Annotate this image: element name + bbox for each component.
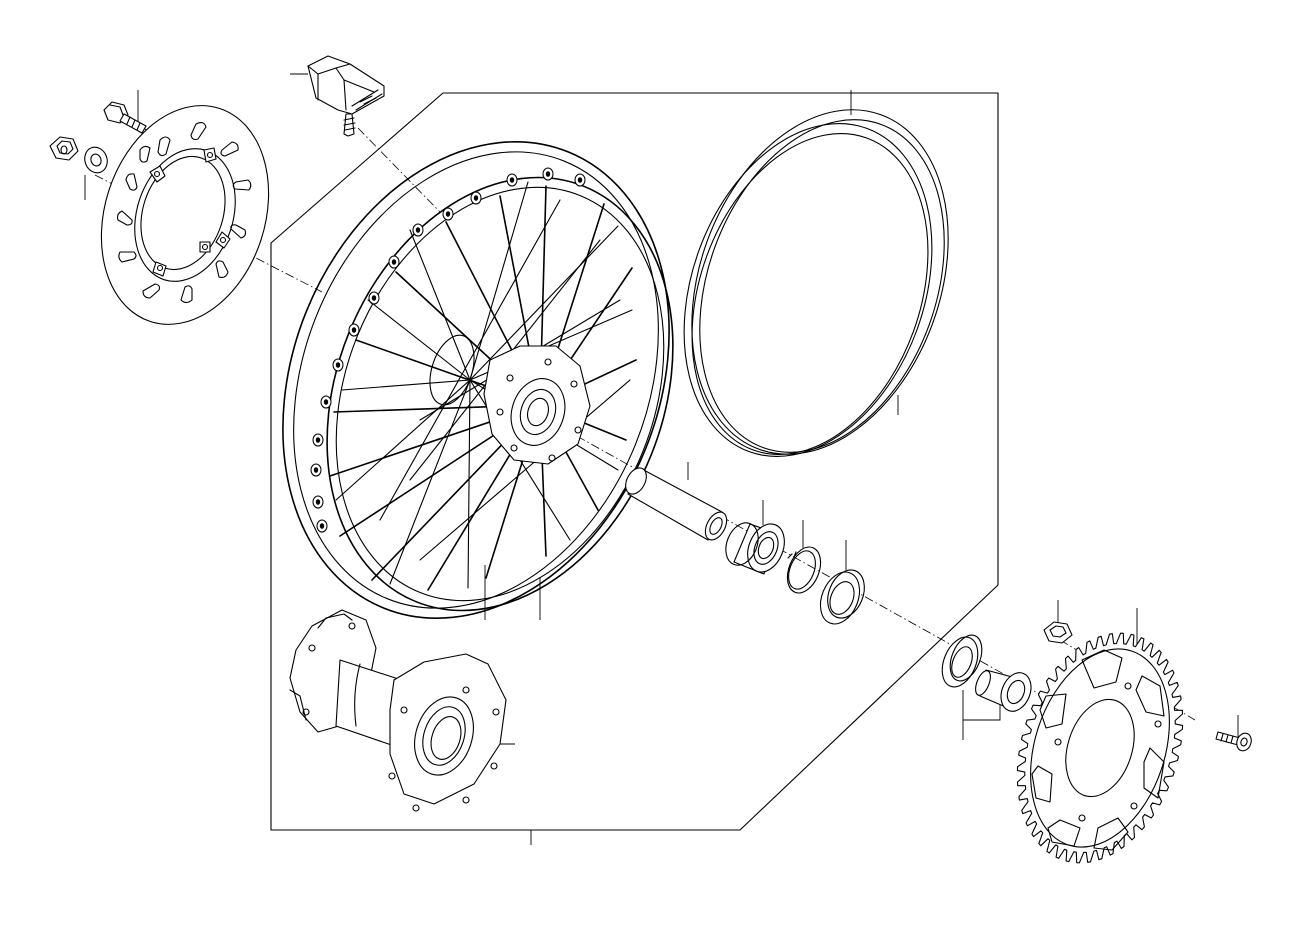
circlip <box>786 546 822 594</box>
disc-bolt <box>103 101 147 134</box>
sensor-ribs <box>351 89 383 111</box>
brake-disc-mount-tabs <box>149 147 231 277</box>
wheel-hub <box>289 609 507 812</box>
sprocket <box>1016 632 1184 864</box>
brake-disc <box>100 105 270 325</box>
sprocket-teeth <box>1016 632 1184 864</box>
bushing <box>975 669 1032 712</box>
spoked-wheel-rim <box>282 141 674 619</box>
hex-nut-left <box>49 136 79 161</box>
rim-band <box>683 109 949 457</box>
spacer-sleeve <box>625 467 728 541</box>
sprocket-nut <box>1043 621 1073 644</box>
ball-bearing <box>725 522 785 575</box>
wheel-spokes <box>329 181 637 591</box>
washer-left <box>84 146 108 174</box>
wheel-center-hub <box>429 334 591 465</box>
assembly-frame <box>270 92 999 831</box>
sprocket-bolt <box>1215 731 1252 752</box>
tire-pressure-sensor <box>307 55 385 137</box>
shaft-seal <box>819 569 865 625</box>
sealing-ring <box>941 634 983 688</box>
brake-disc-slots <box>116 121 252 304</box>
sprocket-cutouts <box>1031 649 1165 851</box>
